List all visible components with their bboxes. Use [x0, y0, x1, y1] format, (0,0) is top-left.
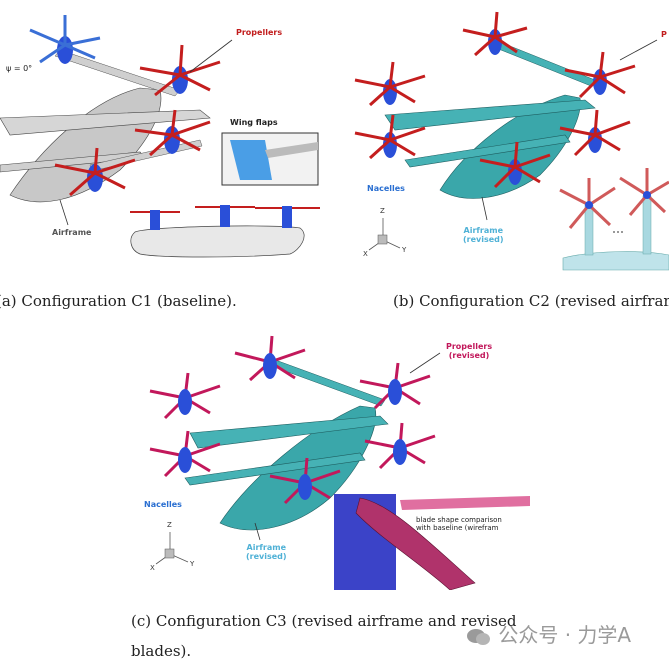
propeller-group-4 [54, 147, 136, 197]
watermark-text: 公众号 · 力学A [498, 623, 632, 647]
figure-c-illustration [149, 335, 530, 590]
axes-triad-c [155, 532, 189, 565]
figure-b-illustration [354, 11, 669, 271]
axis-y-c: Y [190, 560, 195, 568]
figure-a-illustration [0, 15, 320, 258]
label-propellers-c-line2: (revised) [448, 351, 490, 360]
propeller-group-1 [29, 15, 101, 64]
label-airframe-c-line1: Airframe [246, 543, 287, 552]
figure-a: Propellers Wing flaps Airframe ψ = 0° [0, 0, 335, 285]
airframe-c-wing [189, 415, 389, 449]
airframe-side-view [130, 225, 305, 258]
label-propellers-c: Propellers (revised) [446, 342, 492, 360]
label-nacelles-c: Nacelles [144, 500, 182, 509]
airframe-fuselage [9, 87, 162, 203]
propeller-group-3 [134, 109, 211, 157]
wechat-icon [466, 626, 492, 648]
caption-c-line2: blades). [131, 642, 192, 660]
label-wing-flaps: Wing flaps [230, 118, 278, 127]
label-propellers-c-line1: Propellers [446, 342, 493, 351]
label-propellers-b: P [661, 30, 667, 39]
label-psi: ψ = 0° [6, 64, 33, 73]
caption-c-line1: (c) Configuration C3 (revised airframe a… [131, 612, 517, 630]
label-airframe-b-line1: Airframe [463, 226, 504, 235]
label-airframe-b-line2: (revised) [463, 235, 504, 244]
label-propellers: Propellers [236, 28, 283, 37]
label-airframe-b: Airframe (revised) [463, 226, 504, 244]
axis-y-b: Y [402, 246, 407, 254]
label-nacelles-b: Nacelles [367, 184, 405, 193]
caption-b: (b) Configuration C2 (revised airfram [393, 292, 669, 310]
label-blade-comparison-line1: blade shape comparison [416, 516, 502, 524]
label-airframe-c-line2: (revised) [246, 552, 287, 561]
label-airframe-c: Airframe (revised) [246, 543, 287, 561]
caption-a: (a) Configuration C1 (baseline). [0, 292, 237, 310]
label-airframe: Airframe [52, 228, 92, 237]
axis-x-c: X [150, 564, 155, 572]
watermark: 公众号 · 力学A [466, 619, 631, 648]
axis-z-c: Z [167, 521, 172, 529]
axis-x-b: X [363, 250, 368, 258]
label-blade-comparison: blade shape comparison with baseline (wi… [416, 516, 502, 532]
axes-triad-b [368, 218, 401, 251]
propeller-group-2 [139, 44, 221, 97]
airframe-wing [0, 109, 211, 136]
label-blade-comparison-line2: with baseline (wirefram [416, 524, 499, 532]
figure-c: Propellers (revised) Nacelles Airframe (… [130, 328, 530, 590]
axis-z-b: Z [380, 207, 385, 215]
figure-b: P Nacelles Airframe (revised) Z X Y [345, 0, 669, 285]
